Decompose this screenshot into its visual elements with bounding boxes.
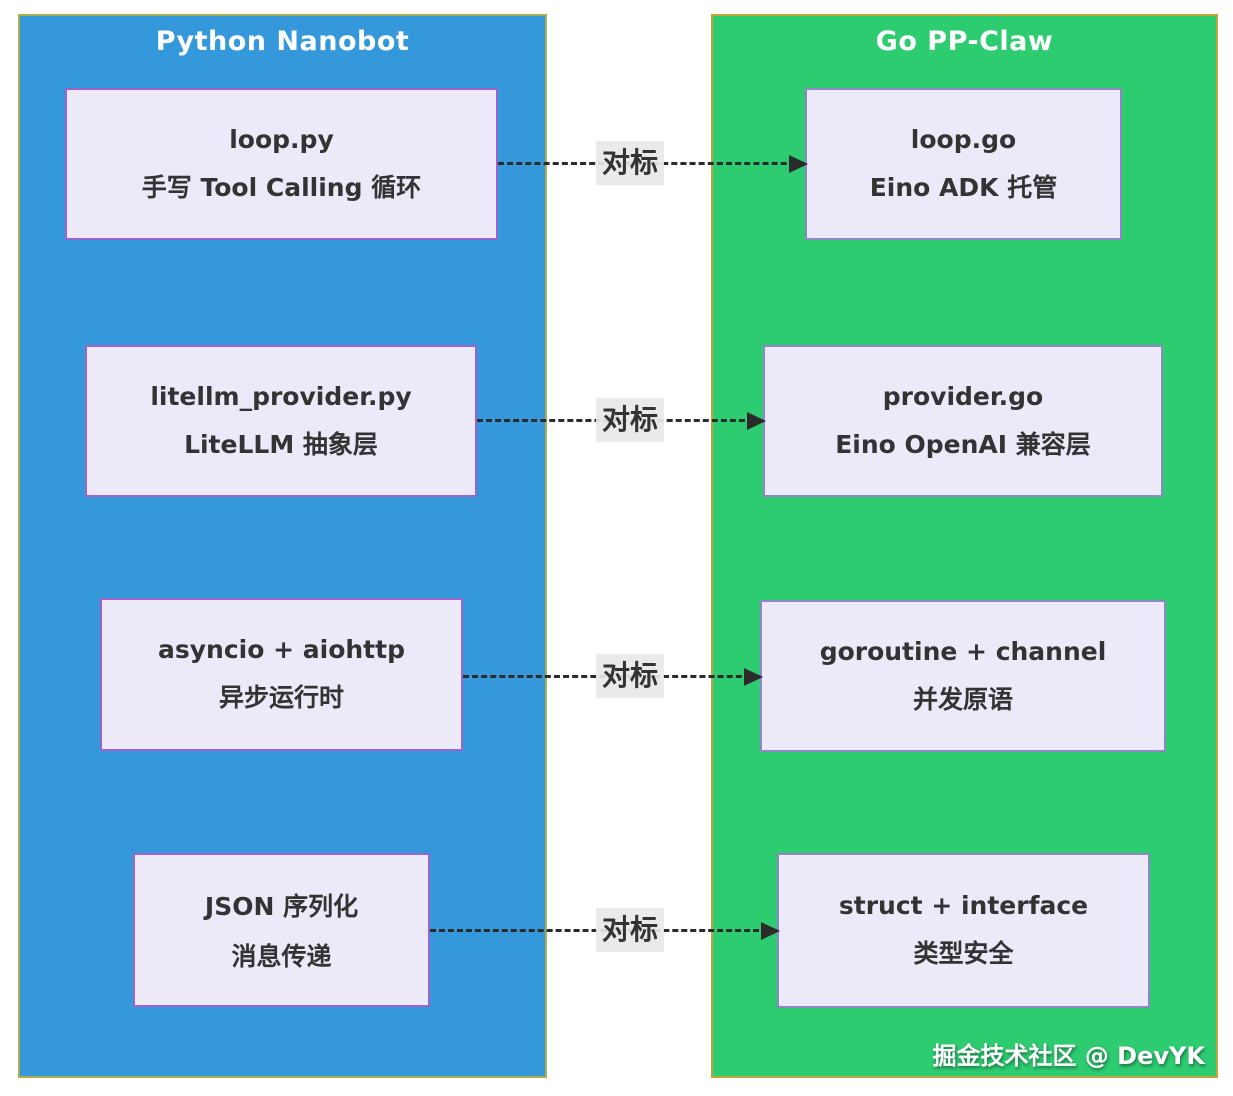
node-line2: LiteLLM 抽象层 xyxy=(184,429,378,459)
watermark-text: 掘金技术社区 @ DevYK xyxy=(932,1042,1205,1070)
arrowhead-icon xyxy=(744,668,763,686)
node-line1: loop.py xyxy=(229,124,334,154)
node-line2: 类型安全 xyxy=(913,939,1014,968)
node-json-serialization: JSON 序列化 消息传递 xyxy=(133,853,430,1007)
node-line1: JSON 序列化 xyxy=(204,892,359,921)
node-provider-go: provider.go Eino OpenAI 兼容层 xyxy=(763,345,1163,497)
node-line2: 手写 Tool Calling 循环 xyxy=(141,172,422,202)
node-goroutine-channel: goroutine + channel 并发原语 xyxy=(760,600,1166,752)
right-column-title: Go PP-Claw xyxy=(875,26,1054,57)
node-line2: 异步运行时 xyxy=(218,683,344,712)
node-line2: Eino ADK 托管 xyxy=(869,172,1058,202)
node-line1: provider.go xyxy=(882,381,1044,411)
benchmark-label-3: 对标 xyxy=(596,654,664,698)
node-line2: 消息传递 xyxy=(231,942,332,971)
node-line1: loop.go xyxy=(910,124,1017,154)
node-line2: 并发原语 xyxy=(912,684,1013,714)
benchmark-label-2: 对标 xyxy=(596,398,664,442)
node-line2: Eino OpenAI 兼容层 xyxy=(835,429,1091,459)
left-column-title: Python Nanobot xyxy=(155,26,410,57)
node-line1: struct + interface xyxy=(838,891,1089,920)
benchmark-label-4: 对标 xyxy=(596,908,664,952)
node-asyncio-aiohttp: asyncio + aiohttp 异步运行时 xyxy=(100,598,463,751)
arrowhead-icon xyxy=(789,155,808,173)
node-line1: asyncio + aiohttp xyxy=(158,635,405,664)
node-struct-interface: struct + interface 类型安全 xyxy=(777,853,1150,1008)
benchmark-label-1: 对标 xyxy=(596,141,664,185)
node-litellm-provider-py: litellm_provider.py LiteLLM 抽象层 xyxy=(85,345,477,497)
arrowhead-icon xyxy=(747,412,766,430)
node-line1: litellm_provider.py xyxy=(150,381,412,411)
node-line1: goroutine + channel xyxy=(819,636,1107,666)
arrowhead-icon xyxy=(761,922,780,940)
node-loop-py: loop.py 手写 Tool Calling 循环 xyxy=(65,88,498,240)
node-loop-go: loop.go Eino ADK 托管 xyxy=(805,88,1122,240)
